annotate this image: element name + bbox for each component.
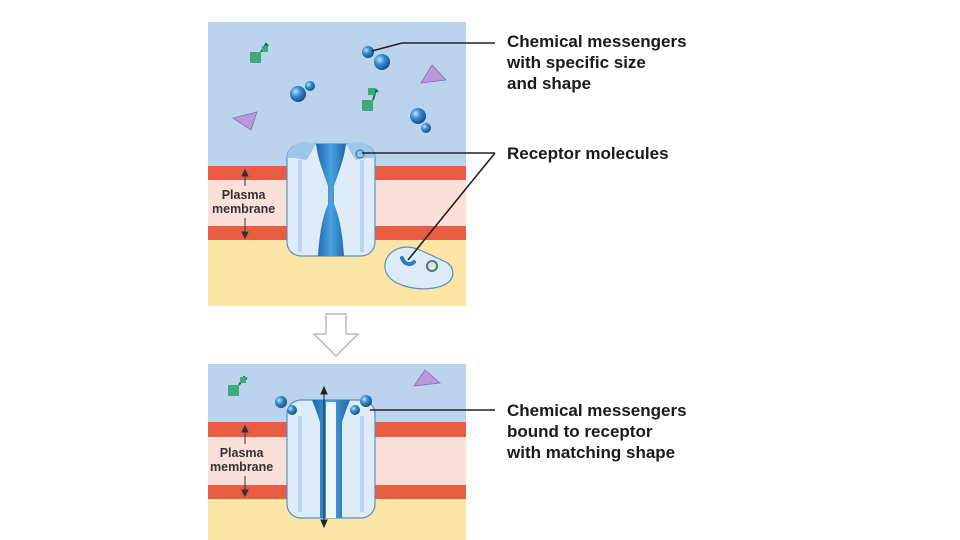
- receptor-channel-closed: [286, 142, 376, 257]
- label-plasma-membrane-top: Plasma membrane: [210, 186, 278, 218]
- extracellular-fluid: [208, 22, 466, 166]
- messenger-green-shape: [362, 88, 379, 111]
- messenger-purple-pyramid: [413, 369, 441, 387]
- messenger-purple-pyramid: [232, 111, 258, 131]
- membrane-thickness-arrow: [241, 424, 249, 498]
- label-messengers-specific-shape: Chemical messengers with specific size a…: [507, 32, 687, 93]
- messenger-green-shape: [250, 42, 269, 63]
- messenger-sphere-pair: [290, 81, 315, 102]
- label-receptor-molecules: Receptor molecules: [507, 144, 669, 163]
- membrane-thickness-arrow: [241, 168, 249, 240]
- label-messengers-bound: Chemical messengers bound to receptor wi…: [507, 401, 687, 462]
- bound-messenger-right: [350, 395, 372, 415]
- leader-messengers-top: [371, 42, 495, 52]
- messenger-sphere-pair: [410, 108, 431, 133]
- free-receptor: [384, 246, 454, 290]
- label-membrane-word: membrane: [210, 460, 274, 474]
- messenger-green-shape: [228, 375, 248, 396]
- transition-arrow: [312, 313, 360, 358]
- messenger-purple-pyramid: [420, 64, 447, 84]
- channel-flow-arrow: [320, 385, 328, 529]
- bound-messenger-left: [275, 396, 297, 415]
- label-plasma-membrane-bottom: Plasma membrane: [208, 444, 276, 476]
- receptor-channel-open: [286, 385, 376, 529]
- label-membrane-word: membrane: [212, 202, 276, 216]
- label-plasma-word: Plasma: [219, 446, 264, 460]
- messenger-sphere-pair: [362, 46, 390, 70]
- label-plasma-word: Plasma: [221, 188, 266, 202]
- leader-lines: [362, 42, 496, 411]
- top-panel: [208, 22, 466, 306]
- leader-receptor-free: [407, 152, 496, 261]
